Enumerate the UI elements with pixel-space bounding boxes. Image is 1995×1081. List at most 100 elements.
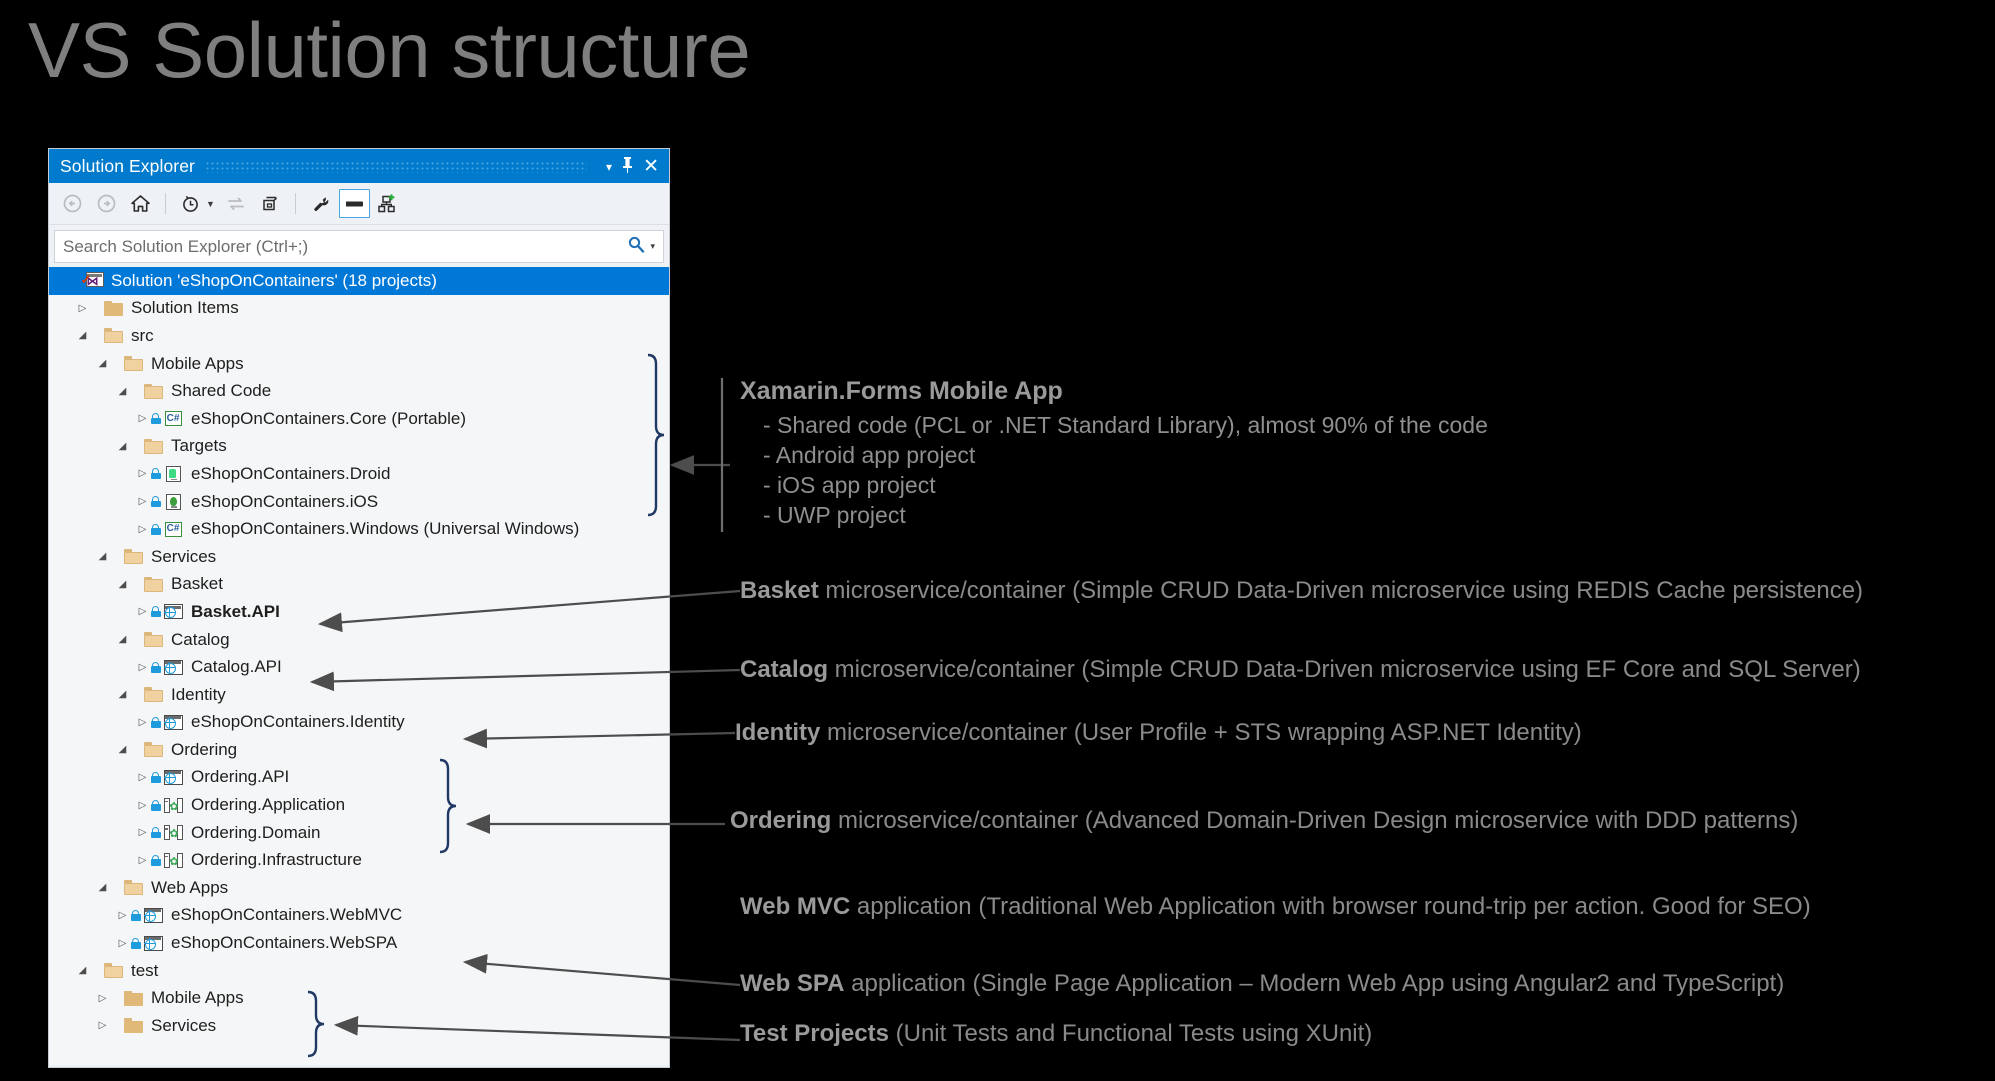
tree-item-label: Web Apps (151, 877, 229, 897)
tree-item[interactable]: ▷eShopOnContainers.iOS (49, 488, 669, 516)
expander-expanded-icon[interactable]: ◢ (118, 578, 127, 590)
expander-expanded-icon[interactable]: ◢ (118, 440, 127, 452)
expander-collapsed-icon[interactable]: ▷ (118, 937, 127, 949)
expander-collapsed-icon[interactable]: ▷ (138, 523, 147, 535)
lock-badge-icon (150, 827, 161, 839)
expander-collapsed-icon[interactable]: ▷ (138, 771, 147, 783)
lock-badge-icon (150, 413, 161, 425)
expander-expanded-icon[interactable]: ◢ (78, 330, 87, 342)
collapse-all-icon[interactable] (255, 189, 286, 218)
tree-item[interactable]: ▷ Solution Items (49, 295, 669, 323)
search-icon[interactable] (628, 236, 645, 258)
pending-changes-dropdown-icon[interactable]: ▼ (206, 198, 215, 209)
expander-collapsed-icon[interactable]: ▷ (138, 606, 147, 618)
tree-item-label: src (131, 325, 154, 345)
folder-open-icon (123, 880, 143, 896)
tree-item[interactable]: ▷C#eShopOnContainers.Core (Portable) (49, 405, 669, 433)
expander-collapsed-icon[interactable]: ▷ (98, 992, 107, 1004)
class-library-icon: ✿ (163, 852, 183, 868)
tree-item-icon (162, 465, 184, 482)
window-titlebar: Solution Explorer ▾ ✕ (49, 149, 669, 183)
tree-item[interactable]: ▷Services (49, 1012, 669, 1040)
tree-item[interactable]: ◢Mobile Apps (49, 350, 669, 378)
expander-expanded-icon[interactable]: ◢ (118, 634, 127, 646)
web-project-icon (143, 907, 163, 923)
tree-item-label: Solution Items (131, 298, 239, 318)
tree-item[interactable]: ◢Targets (49, 433, 669, 461)
window-close-icon[interactable]: ✕ (643, 155, 659, 177)
search-input[interactable]: Search Solution Explorer (Ctrl+;) ▾ (54, 230, 664, 263)
expander-collapsed-icon[interactable]: ▷ (138, 716, 147, 728)
tree-item[interactable]: ▷Mobile Apps (49, 984, 669, 1012)
expander-expanded-icon[interactable]: ◢ (118, 385, 127, 397)
expander-expanded-icon[interactable]: ◢ (98, 358, 107, 370)
expander-expanded-icon[interactable]: ◢ (78, 965, 87, 977)
tree-item-label: eShopOnContainers.Droid (191, 463, 391, 483)
tree-item[interactable]: ◢test (49, 957, 669, 985)
tree-item[interactable]: ◢Basket (49, 571, 669, 599)
expander-expanded-icon[interactable]: ◢ (98, 882, 107, 894)
show-all-files-icon[interactable] (373, 189, 404, 218)
page-title: VS Solution structure (28, 6, 751, 94)
window-pin-icon[interactable] (621, 156, 634, 176)
tree-item-label: Catalog (171, 629, 230, 649)
tree-item-icon (102, 963, 124, 979)
solution-tree[interactable]: ⋈✓Solution 'eShopOnContainers' (18 proje… (49, 267, 669, 1065)
expander-collapsed-icon[interactable]: ▷ (138, 468, 147, 480)
toolbar-separator-1 (165, 193, 166, 214)
tree-item[interactable]: ▷eShopOnContainers.WebMVC (49, 902, 669, 930)
tree-item[interactable]: ◢ Catalog (49, 626, 669, 654)
tree-item[interactable]: ▷ eShopOnContainers.Droid (49, 460, 669, 488)
tree-item[interactable]: ◢Services (49, 543, 669, 571)
tree-item[interactable]: ▷Ordering.API (49, 764, 669, 792)
forward-arrow-icon[interactable] (91, 189, 122, 218)
tree-item[interactable]: ▷Catalog.API (49, 653, 669, 681)
expander-expanded-icon[interactable]: ◢ (118, 744, 127, 756)
window-dropdown-icon[interactable]: ▾ (606, 160, 613, 174)
tree-item[interactable]: ▷✿Ordering.Infrastructure (49, 846, 669, 874)
expander-expanded-icon[interactable]: ◢ (118, 689, 127, 701)
folder-open-icon (123, 356, 143, 372)
sync-arrows-icon[interactable] (221, 189, 252, 218)
tree-item-icon: ✿ (162, 797, 184, 813)
tree-item[interactable]: ▷eShopOnContainers.WebSPA (49, 929, 669, 957)
search-placeholder: Search Solution Explorer (Ctrl+;) (63, 236, 309, 256)
tree-item-icon: ✿ (162, 852, 184, 868)
tree-item[interactable]: ⋈✓Solution 'eShopOnContainers' (18 proje… (49, 267, 669, 295)
tree-item[interactable]: ▷eShopOnContainers.Identity (49, 709, 669, 737)
expander-expanded-icon[interactable]: ◢ (98, 551, 107, 563)
back-arrow-icon[interactable] (57, 189, 88, 218)
expander-collapsed-icon[interactable]: ▷ (78, 302, 87, 314)
expander-collapsed-icon[interactable]: ▷ (98, 1020, 107, 1032)
annotation-catalog-head: Catalog (740, 656, 829, 683)
folder-open-icon (123, 549, 143, 565)
tree-item[interactable]: ▷C#eShopOnContainers.Windows (Universal … (49, 515, 669, 543)
expander-collapsed-icon[interactable]: ▷ (138, 496, 147, 508)
tree-item[interactable]: ◢Ordering (49, 736, 669, 764)
annotation-webmvc-rest: application (Traditional Web Application… (850, 893, 1811, 920)
tree-item[interactable]: ◢Identity (49, 681, 669, 709)
folder-closed-icon (123, 1018, 143, 1034)
tree-item[interactable]: ◢ src (49, 322, 669, 350)
expander-collapsed-icon[interactable]: ▷ (138, 661, 147, 673)
class-library-icon: ✿ (163, 797, 183, 813)
expander-collapsed-icon[interactable]: ▷ (138, 827, 147, 839)
home-icon[interactable] (125, 189, 156, 218)
wrench-properties-icon[interactable] (305, 189, 336, 218)
expander-collapsed-icon[interactable]: ▷ (138, 413, 147, 425)
expander-collapsed-icon[interactable]: ▷ (138, 799, 147, 811)
annotation-catalog: Catalog microservice/container (Simple C… (740, 656, 1861, 684)
expander-collapsed-icon[interactable]: ▷ (138, 854, 147, 866)
annotation-webspa-head: Web SPA (740, 970, 845, 997)
annotation-xamarin-bullet-0: - Shared code (PCL or .NET Standard Libr… (763, 412, 1488, 438)
tree-item[interactable]: ◢ Web Apps (49, 874, 669, 902)
tree-item[interactable]: ◢Shared Code (49, 377, 669, 405)
search-dropdown-icon[interactable]: ▾ (650, 241, 655, 251)
preview-selected-items-icon[interactable] (338, 189, 370, 218)
expander-collapsed-icon[interactable]: ▷ (118, 909, 127, 921)
annotation-webspa: Web SPA application (Single Page Applica… (740, 970, 1784, 998)
tree-item[interactable]: ▷✿Ordering.Domain (49, 819, 669, 847)
tree-item[interactable]: ▷✿Ordering.Application (49, 791, 669, 819)
pending-changes-clock-icon[interactable] (175, 189, 206, 218)
tree-item[interactable]: ▷Basket.API (49, 598, 669, 626)
